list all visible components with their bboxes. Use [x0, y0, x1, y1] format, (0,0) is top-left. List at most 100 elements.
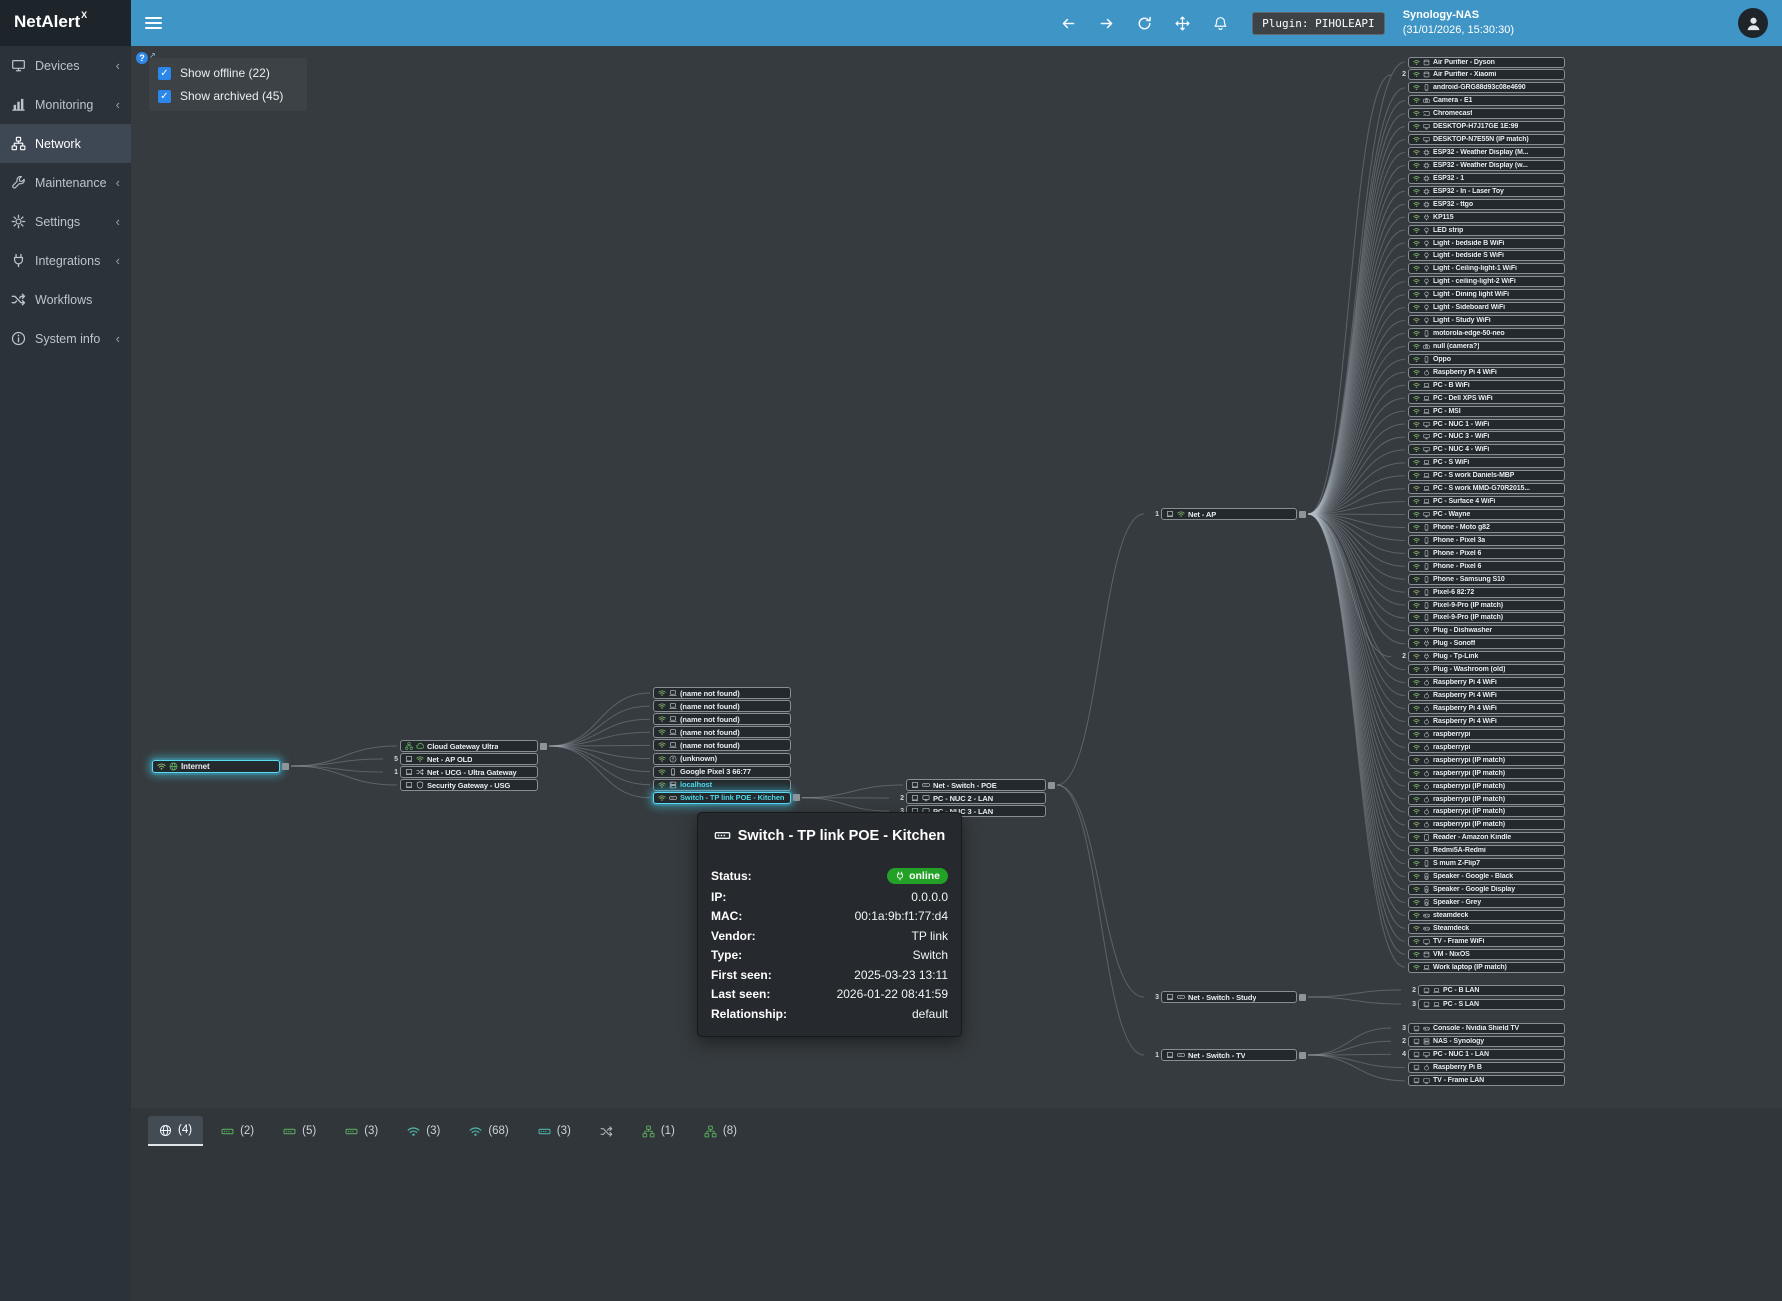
graph-node[interactable]: PC - S LAN — [1418, 998, 1565, 1010]
graph-node[interactable]: Security Gateway - USG — [400, 779, 538, 791]
graph-node[interactable]: Air Purifier - Xiaomi — [1408, 69, 1565, 81]
graph-node[interactable]: LED strip — [1408, 224, 1565, 236]
graph-node[interactable]: Plug - Washroom (old) — [1408, 664, 1565, 676]
graph-node[interactable]: Reader - Amazon Kindle — [1408, 832, 1565, 844]
graph-node[interactable]: DESKTOP-H7J17GE 1E:99 — [1408, 121, 1565, 133]
avatar[interactable] — [1738, 8, 1768, 38]
tab-switch-1[interactable]: (2) — [210, 1116, 265, 1146]
graph-node[interactable]: Raspberry Pi 4 WiFi — [1408, 715, 1565, 727]
sidebar-item-settings[interactable]: Settings‹ — [0, 202, 131, 241]
forward-button[interactable] — [1099, 16, 1114, 31]
collapse-toggle[interactable] — [1048, 781, 1055, 789]
menu-toggle-button[interactable] — [145, 17, 162, 29]
graph-node[interactable]: Redmi5A-Redmi — [1408, 845, 1565, 857]
graph-node[interactable]: (name not found) — [653, 713, 791, 726]
tab-globe-0[interactable]: (4) — [148, 1116, 204, 1146]
graph-node[interactable]: Light - Ceiling-light-1 WiFi — [1408, 263, 1565, 275]
graph-node[interactable]: ESP32 - Weather Display (M... — [1408, 147, 1565, 158]
graph-node[interactable]: Chromecast — [1408, 108, 1565, 120]
graph-node[interactable]: Pixel-6 82:72 — [1408, 586, 1565, 598]
refresh-button[interactable] — [1137, 16, 1152, 31]
graph-node[interactable]: Speaker - Google Display — [1408, 884, 1565, 896]
graph-node[interactable]: Light - bedside B WiFi — [1408, 237, 1565, 249]
graph-node[interactable]: Air Purifier - Dyson — [1408, 56, 1565, 68]
graph-node[interactable]: Light - Study WiFi — [1408, 315, 1565, 327]
graph-node[interactable]: S mum Z-Flip7 — [1408, 858, 1565, 870]
tab-wifi-5[interactable]: (68) — [458, 1116, 519, 1146]
graph-node[interactable]: raspberrypi — [1408, 728, 1565, 740]
notifications-button[interactable] — [1213, 16, 1228, 31]
graph-node[interactable]: ESP32 - ttgo — [1408, 198, 1565, 210]
graph-node[interactable]: steamdeck — [1408, 909, 1565, 921]
sidebar-item-maintenance[interactable]: Maintenance‹ — [0, 163, 131, 202]
graph-node[interactable]: Pixel-9-Pro (IP match) — [1408, 612, 1565, 624]
graph-node[interactable]: Speaker - Grey — [1408, 896, 1565, 908]
collapse-toggle[interactable] — [540, 742, 547, 750]
sidebar-item-network[interactable]: Network — [0, 124, 131, 163]
graph-node[interactable]: Phone - Pixel 6 — [1408, 547, 1565, 559]
filter-show-offline[interactable]: Show offline (22) — [158, 66, 298, 80]
graph-node[interactable]: PC - Surface 4 WiFi — [1408, 496, 1565, 508]
graph-node[interactable]: PC - Dell XPS WiFi — [1408, 392, 1565, 404]
graph-node[interactable]: PC - MSI — [1408, 405, 1565, 417]
tab-switch-6[interactable]: (3) — [527, 1116, 582, 1146]
graph-node[interactable]: Raspberry Pi 4 WiFi — [1408, 703, 1565, 714]
graph-node[interactable]: PC - NUC 3 - WiFi — [1408, 431, 1565, 443]
collapse-toggle[interactable] — [1299, 993, 1306, 1001]
graph-node[interactable]: Light - bedside S WiFi — [1408, 250, 1565, 262]
graph-node[interactable]: PC - B LAN — [1418, 984, 1565, 996]
graph-node[interactable]: Switch - TP link POE - Kitchen — [653, 791, 791, 804]
graph-node[interactable]: Steamdeck — [1408, 922, 1565, 934]
graph-node[interactable]: ?(unknown) — [653, 752, 791, 765]
graph-node[interactable]: VM - NixOS — [1408, 948, 1565, 960]
checkbox-checked-icon[interactable] — [158, 66, 171, 80]
graph-node[interactable]: KP115 — [1408, 211, 1565, 223]
graph-node[interactable]: localhost — [653, 778, 791, 791]
graph-node[interactable]: Net - AP — [1161, 508, 1297, 520]
graph-node[interactable]: Oppo — [1408, 353, 1565, 365]
graph-node[interactable]: (name not found) — [653, 739, 791, 752]
pan-button[interactable] — [1175, 15, 1190, 31]
graph-node[interactable]: PC - NUC 1 - LAN — [1408, 1048, 1565, 1060]
graph-node[interactable]: Net - Switch - POE — [906, 779, 1046, 791]
graph-node[interactable]: PC - S work Daniels-MBP — [1408, 470, 1565, 482]
graph-node[interactable]: motorola-edge-50-neo — [1408, 328, 1565, 340]
graph-node[interactable]: Cloud Gateway Ultra — [400, 740, 538, 752]
tab-wifi-4[interactable]: (3) — [396, 1116, 451, 1146]
graph-node[interactable]: ESP32 - Weather Display (w... — [1408, 159, 1565, 171]
sidebar-item-devices[interactable]: Devices‹ — [0, 46, 131, 85]
graph-node[interactable]: Work laptop (IP match) — [1408, 961, 1565, 973]
graph-node[interactable]: Phone - Pixel 3a — [1408, 534, 1565, 546]
graph-node[interactable]: Speaker - Google - Black — [1408, 871, 1565, 883]
graph-node[interactable]: raspberrypi (IP match) — [1408, 780, 1565, 792]
graph-node[interactable]: (name not found) — [653, 700, 791, 713]
sidebar-item-workflows[interactable]: Workflows — [0, 280, 131, 319]
graph-node[interactable]: PC - S WiFi — [1408, 457, 1565, 469]
graph-node[interactable]: ESP32 - 1 — [1408, 172, 1565, 184]
graph-node[interactable]: Google Pixel 3 66:77 — [653, 765, 791, 778]
graph-node[interactable]: raspberrypi (IP match) — [1408, 819, 1565, 831]
graph-node[interactable]: Raspberry Pi 4 WiFi — [1408, 690, 1565, 702]
graph-node[interactable]: Raspberry Pi B — [1408, 1062, 1565, 1074]
checkbox-checked-icon[interactable] — [158, 89, 171, 103]
graph-node[interactable]: Raspberry Pi 4 WiFi — [1408, 677, 1565, 689]
graph-node[interactable]: Net - UCG - Ultra Gateway — [400, 766, 538, 778]
graph-node[interactable]: TV - Frame WiFi — [1408, 935, 1565, 947]
back-button[interactable] — [1061, 16, 1076, 31]
graph-node[interactable]: Raspberry Pi 4 WiFi — [1408, 366, 1565, 378]
tab-switch-3[interactable]: (3) — [334, 1116, 389, 1146]
graph-node[interactable]: Internet — [152, 759, 280, 773]
graph-node[interactable]: NAS - Synology — [1408, 1035, 1565, 1047]
graph-node[interactable]: Plug - Tp-Link — [1408, 651, 1565, 663]
graph-node[interactable]: Light - ceiling-light-2 WiFi — [1408, 276, 1565, 288]
graph-node[interactable]: Light - Dining light WiFi — [1408, 289, 1565, 301]
graph-node[interactable]: Plug - Sonoff — [1408, 638, 1565, 650]
graph-node[interactable]: TV - Frame LAN — [1408, 1075, 1565, 1087]
tab-switch-2[interactable]: (5) — [272, 1116, 327, 1146]
graph-node[interactable]: Net - Switch - Study — [1161, 991, 1297, 1003]
graph-node[interactable]: Net - Switch - TV — [1161, 1049, 1297, 1061]
help-button[interactable]: ? ↗ — [136, 52, 156, 64]
graph-node[interactable]: Net - AP OLD — [400, 753, 538, 765]
graph-node[interactable]: PC - B WiFi — [1408, 379, 1565, 391]
